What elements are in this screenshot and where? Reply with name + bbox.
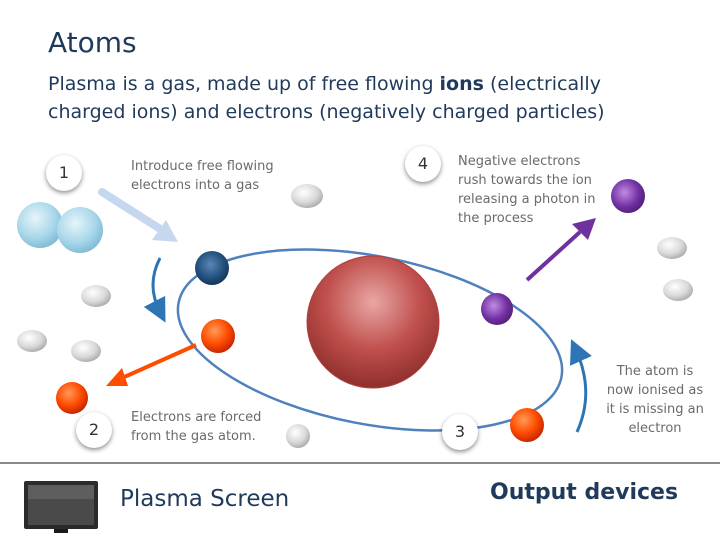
- ejected-electron: [201, 319, 235, 353]
- footer-output-devices-label: Output devices: [490, 480, 679, 505]
- gas-particle: [286, 424, 310, 448]
- slide-title: Atoms: [48, 26, 137, 59]
- flat-screen-tv-icon: [24, 481, 98, 533]
- footer-plasma-screen-label: Plasma Screen: [120, 486, 290, 512]
- photon-released: [611, 179, 645, 213]
- step-4-caption: Negative electrons rush towards the ion …: [458, 154, 596, 226]
- gas-particle: [71, 340, 101, 362]
- step-number-3: 3: [442, 414, 478, 450]
- step-1-caption: Introduce free flowing electrons into a …: [131, 159, 274, 193]
- step-2-caption: Electrons are forced from the gas atom.: [131, 410, 262, 444]
- step-number-4: 4: [405, 146, 441, 182]
- returning-electron: [510, 408, 544, 442]
- gas-molecule-right: [57, 207, 103, 253]
- photon-arrowhead: [572, 218, 596, 240]
- ejection-arrowhead: [106, 368, 128, 386]
- step-3-caption: The atom is now ionised as it is missing…: [606, 364, 704, 436]
- photon-arrow: [525, 230, 582, 282]
- return-arrow: [570, 339, 592, 433]
- gas-molecule-left: [17, 202, 63, 248]
- electron-displacement-arrow: [143, 257, 166, 323]
- incoming-electron-arrowhead: [152, 220, 178, 242]
- ejection-arrow: [121, 343, 197, 380]
- orbit-electron-top: [195, 251, 229, 285]
- gas-particle: [17, 330, 47, 352]
- subtitle-bold-ions: ions: [439, 73, 484, 95]
- step-number-2: 2: [76, 412, 112, 448]
- gas-particle: [291, 184, 323, 208]
- subtitle-text-after: (electrically charged ions) and electron…: [48, 73, 605, 123]
- gas-particle: [657, 237, 687, 259]
- photon-on-orbit: [481, 293, 513, 325]
- footer-divider: [0, 462, 720, 464]
- subtitle-text-before: Plasma is a gas, made up of free flowing: [48, 73, 440, 95]
- gas-particles: [17, 184, 693, 448]
- incoming-electron-arrow: [98, 188, 169, 236]
- gas-particle: [81, 285, 111, 307]
- step-number-1: 1: [46, 155, 82, 191]
- free-electron-left: [56, 382, 88, 414]
- slide-subtitle: Plasma is a gas, made up of free flowing…: [48, 70, 648, 126]
- gas-particle: [663, 279, 693, 301]
- nucleus-atom: [306, 255, 440, 389]
